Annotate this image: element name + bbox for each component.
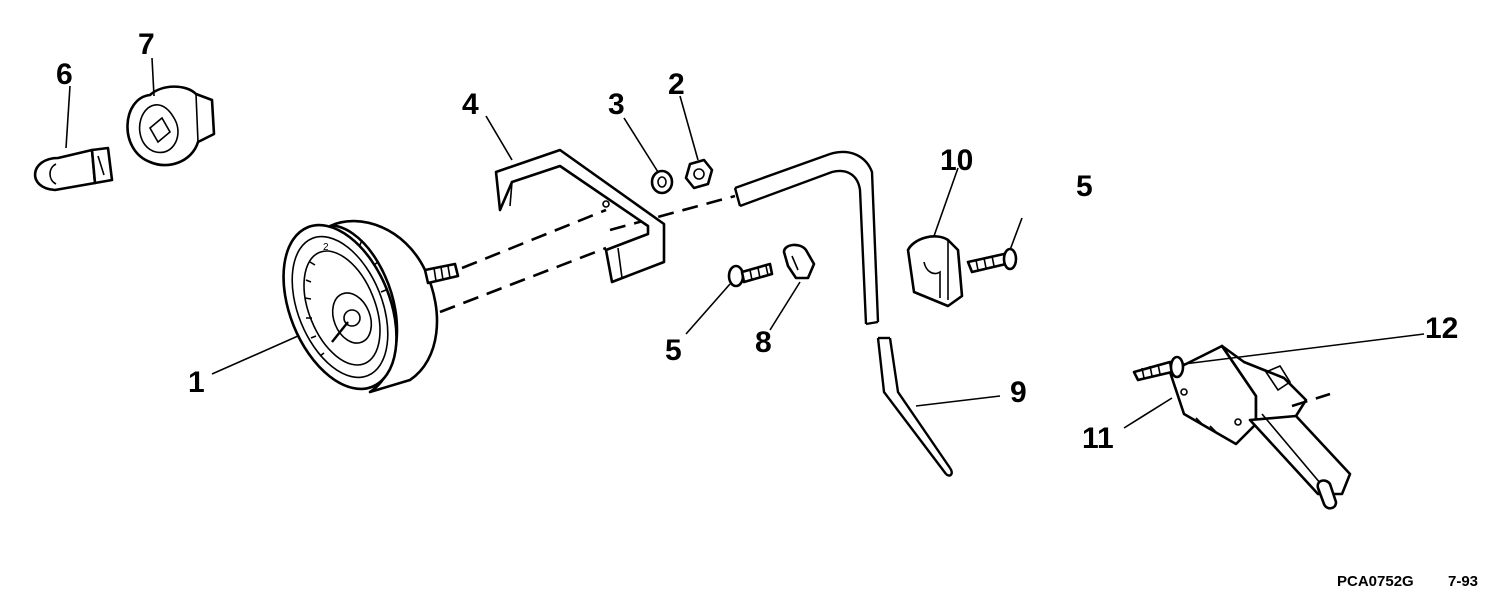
callout-label-1: 1: [188, 366, 205, 399]
callout-label-8: 8: [755, 326, 772, 359]
bracket-part: [494, 148, 666, 284]
callout-label-5: 5: [665, 334, 682, 367]
dashed-guide-line: [609, 194, 736, 232]
callout-label-7: 7: [138, 28, 155, 61]
callout-label-2: 2: [668, 68, 685, 101]
dashed-guide-line: [461, 208, 607, 270]
clip-part: [906, 235, 964, 308]
switch-part: [1168, 344, 1352, 510]
screw-part: [727, 262, 774, 288]
callout-label-10: 10: [940, 144, 973, 177]
callout-label-5: 5: [1076, 170, 1093, 203]
callout-label-11: 11: [1082, 422, 1114, 455]
hex-nut-part: [684, 158, 714, 190]
dashed-guide-line: [1291, 392, 1331, 408]
callout-label-3: 3: [608, 88, 625, 121]
drawing-code: PCA0752G: [1337, 573, 1414, 590]
hose-part: [733, 150, 953, 477]
callout-label-6: 6: [56, 58, 73, 91]
svg-text:2: 2: [323, 242, 329, 253]
callout-label-12: 12: [1425, 312, 1458, 345]
screw-part: [966, 247, 1018, 274]
dashed-guide-line: [439, 246, 607, 314]
bulb-part: [33, 146, 114, 192]
bulb-socket-part: [126, 85, 216, 167]
screw-part: [1132, 355, 1185, 382]
gauge-part: 2: [282, 219, 460, 394]
callout-label-9: 9: [1010, 376, 1027, 409]
clip-part: [782, 243, 816, 280]
leader-lines: [65, 57, 1425, 429]
callout-label-4: 4: [462, 88, 479, 121]
drawing-date: 7-93: [1448, 573, 1478, 590]
lock-washer-part: [650, 169, 674, 195]
